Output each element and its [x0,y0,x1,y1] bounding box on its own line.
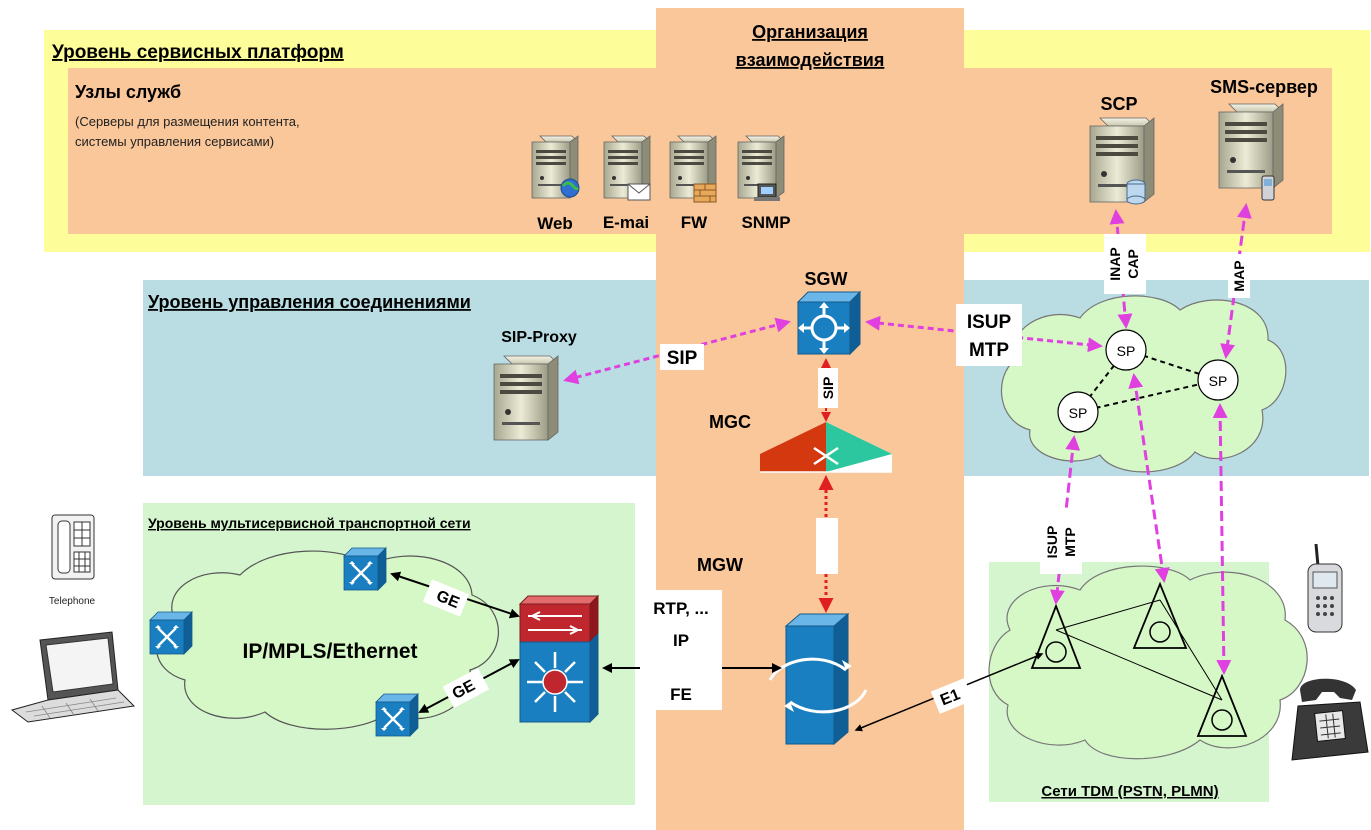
link-label-map: MAP [1231,260,1247,291]
tdm-switch-node-3 [1196,673,1248,737]
tdm-network-label: Сети TDM (PSTN, PLMN) [1041,783,1218,800]
link-sgw-sp [865,315,1103,353]
label-box-isup-mtp-vertical [1040,510,1082,574]
scp-label: SCP [1100,94,1137,114]
sp-node-2: SP [1197,359,1239,401]
tdm-cloud [988,565,1308,760]
link-sp-tdm-2 [1128,373,1170,583]
label-box-rtp-ip-fe [640,590,722,710]
server-label-email: E-mai [603,213,649,232]
control-level-title: Уровень управления соединениями [148,292,471,312]
service-nodes-desc-2: системы управления сервисами) [75,134,274,149]
service-nodes-desc-1: (Серверы для размещения контента, [75,114,300,129]
link-label-e1: E1 [938,686,963,709]
sp-node-1: SP [1105,329,1147,371]
label-box-inap-cap [1104,234,1146,294]
sms-server-label: SMS-сервер [1210,77,1318,97]
switch-left-icon [148,610,194,656]
mgw-label: MGW [697,555,743,575]
server-label-web: Web [537,214,573,233]
link-label-rtp: RTP, ... [653,599,708,618]
interop-title-line2: взаимодействия [736,50,885,70]
firewall-server-icon [669,135,717,203]
label-box-ge-upper [422,579,470,617]
sp-label-3: SP [1069,405,1088,421]
sgw-signaling-gateway-icon [796,290,862,356]
link-label-inap: INAP [1107,247,1123,280]
signaling-network-cloud [1000,295,1287,473]
label-box-sip-vertical [818,368,838,408]
multilayer-switch-icon [518,594,600,724]
label-box-mgcp [816,518,838,574]
sgw-label: SGW [805,269,848,289]
link-label-mtp-vertical: MTP [1062,527,1078,557]
sp-label-2: SP [1209,373,1228,389]
link-label-mtp: MTP [969,340,1009,361]
service-level-title: Уровень сервисных платформ [52,42,344,63]
server-label-fw: FW [681,213,708,232]
sip-proxy-server-icon [493,355,559,441]
label-box-ge-lower [442,668,490,708]
tdm-switch-node-1 [1030,603,1082,669]
link-label-isup: ISUP [967,312,1012,333]
desk-phone-icon [1291,678,1369,761]
label-box-isup-mtp [956,304,1022,366]
transport-level-title: Уровень мультисервисной транспортной сет… [148,515,471,531]
link-label-cap: CAP [1125,249,1141,279]
label-box-sip-horizontal [660,344,704,370]
telephone-icon [51,514,95,580]
server-label-snmp: SNMP [741,213,790,232]
scp-server-icon [1089,117,1155,205]
laptop-icon [10,631,136,723]
sip-proxy-label: SIP-Proxy [501,329,577,346]
service-nodes-title: Узлы служб [75,82,181,102]
link-label-sip-mgc: SIP [820,377,836,400]
link-label-ip: IP [673,631,689,650]
tdm-switch-node-2 [1132,581,1188,649]
link-label-sip-proxy: SIP [667,348,698,369]
link-label-isup-vertical: ISUP [1044,526,1060,559]
interop-title-line1: Организация [752,22,868,42]
sp-label-1: SP [1117,343,1136,359]
ip-cloud-label: IP/MPLS/Ethernet [242,640,417,663]
snmp-server-icon [737,135,785,201]
web-server-icon [531,135,580,199]
label-box-e1 [930,678,974,714]
telephone-label: Telephone [49,596,96,607]
ip-mpls-cloud: IP/MPLS/Ethernet [155,550,499,730]
link-scp-sp [1109,209,1133,329]
switch-top-icon [342,546,388,592]
switch-bottom-icon [374,692,420,738]
link-label-fe: FE [670,685,692,704]
sms-server-icon [1218,103,1284,201]
mgc-label: MGC [709,412,751,432]
sp-node-3: SP [1057,391,1099,433]
label-box-map [1228,254,1250,298]
mobile-phone-icon [1307,543,1343,633]
email-server-icon [603,135,651,201]
mgc-media-gateway-controller-icon [760,422,892,473]
